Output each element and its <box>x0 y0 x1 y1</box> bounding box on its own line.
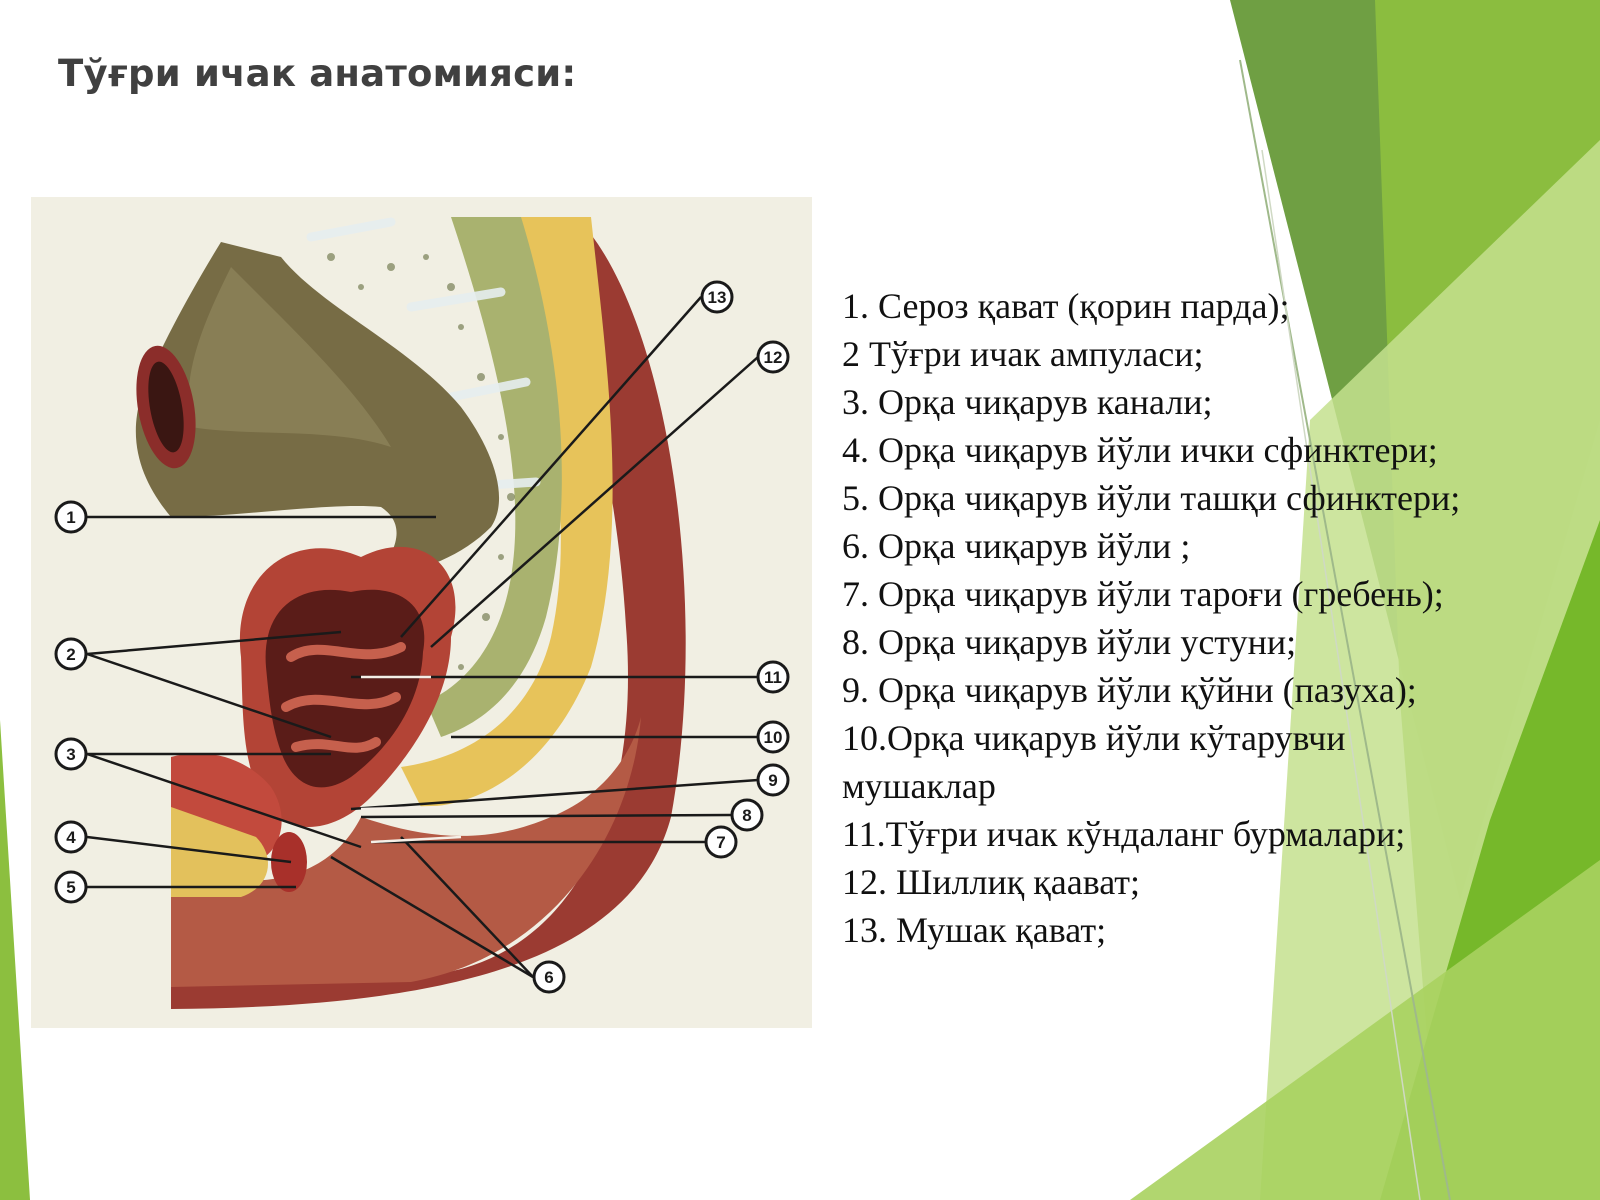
callout-number-1: 1 <box>66 508 75 527</box>
callout-number-5: 5 <box>66 878 75 897</box>
legend-item-1: 1. Сероз қават (қорин парда); <box>842 286 1290 326</box>
legend-item-12: 12. Шиллиқ қаават; <box>842 862 1141 902</box>
anal-canal-tissue <box>171 717 641 987</box>
callout-number-4: 4 <box>66 828 76 847</box>
rectal-ampulla-lumen <box>265 589 425 788</box>
sacrum-fat-layer <box>256 217 613 807</box>
green-band-corner <box>1130 860 1600 1200</box>
callout-marker-12: 12 <box>756 340 790 374</box>
callout-marker-1: 1 <box>54 500 88 534</box>
slide-title: Тўғри ичак анатомияси: <box>58 52 577 95</box>
callout-number-6: 6 <box>544 968 553 987</box>
callout-marker-7: 7 <box>704 825 738 859</box>
rectum-anatomy-figure: 1 2 3 4 5 <box>31 197 812 1028</box>
rectum-illustration: 1 2 3 4 5 <box>54 217 790 1009</box>
green-left-edge <box>0 720 30 1200</box>
callout-marker-2: 2 <box>54 637 88 671</box>
callout-number-2: 2 <box>66 645 75 664</box>
legend-item-10: 10.Орқа чиқарув йўли кўтарувчи мушаклар <box>842 718 1346 806</box>
callout-marker-8: 8 <box>730 798 764 832</box>
legend-item-6: 6. Орқа чиқарув йўли ; <box>842 526 1191 566</box>
sacrum-bone-texture <box>327 253 515 670</box>
legend-item-5: 5. Орқа чиқарув йўли ташқи сфинктери; <box>842 478 1461 518</box>
legend-item-9: 9. Орқа чиқарув йўли қўйни (пазуха); <box>842 670 1417 710</box>
callout-marker-10: 10 <box>756 720 790 754</box>
legend-item-7: 7. Орқа чиқарув йўли тароғи (гребень); <box>842 574 1444 614</box>
legend-item-8: 8. Орқа чиқарув йўли устуни; <box>842 622 1297 662</box>
callout-marker-13: 13 <box>700 280 734 314</box>
callout-lines <box>86 296 759 979</box>
sigmoid-colon-highlight <box>188 267 391 447</box>
callout-number-11: 11 <box>764 668 782 687</box>
decor-thin-line-2 <box>1261 149 1421 1200</box>
callout-number-13: 13 <box>708 288 727 307</box>
sacrum-bone <box>281 217 562 737</box>
callout-number-12: 12 <box>764 348 783 367</box>
decor-thin-line-1 <box>1239 59 1451 1200</box>
callout-marker-11: 11 <box>756 660 790 694</box>
callout-lines-white <box>360 675 462 844</box>
colon-lumen-inner <box>148 361 184 453</box>
callout-marker-4: 4 <box>54 820 88 854</box>
callout-marker-6: 6 <box>532 960 566 994</box>
callout-marker-9: 9 <box>756 763 790 797</box>
callout-marker-3: 3 <box>54 737 88 771</box>
legend-item-3: 3. Орқа чиқарув канали; <box>842 382 1213 422</box>
callout-number-8: 8 <box>742 806 751 825</box>
callout-number-10: 10 <box>764 728 783 747</box>
legend-item-2: 2 Тўғри ичак ампуласи; <box>842 334 1204 374</box>
legend-item-13: 13. Мушак қават; <box>842 910 1107 950</box>
anatomy-legend-list: 1. Сероз қават (қорин парда); 2 Тўғри ич… <box>842 282 1582 954</box>
callout-number-3: 3 <box>66 745 75 764</box>
callout-markers: 1 2 3 4 5 <box>54 280 790 994</box>
legend-item-4: 4. Орқа чиқарув йўли ички сфинктери; <box>842 430 1438 470</box>
callout-number-7: 7 <box>716 833 725 852</box>
callout-number-9: 9 <box>768 771 777 790</box>
legend-item-11: 11.Тўғри ичак кўндаланг бурмалари; <box>842 814 1406 854</box>
callout-marker-5: 5 <box>54 870 88 904</box>
mucosa-folds <box>281 642 406 753</box>
